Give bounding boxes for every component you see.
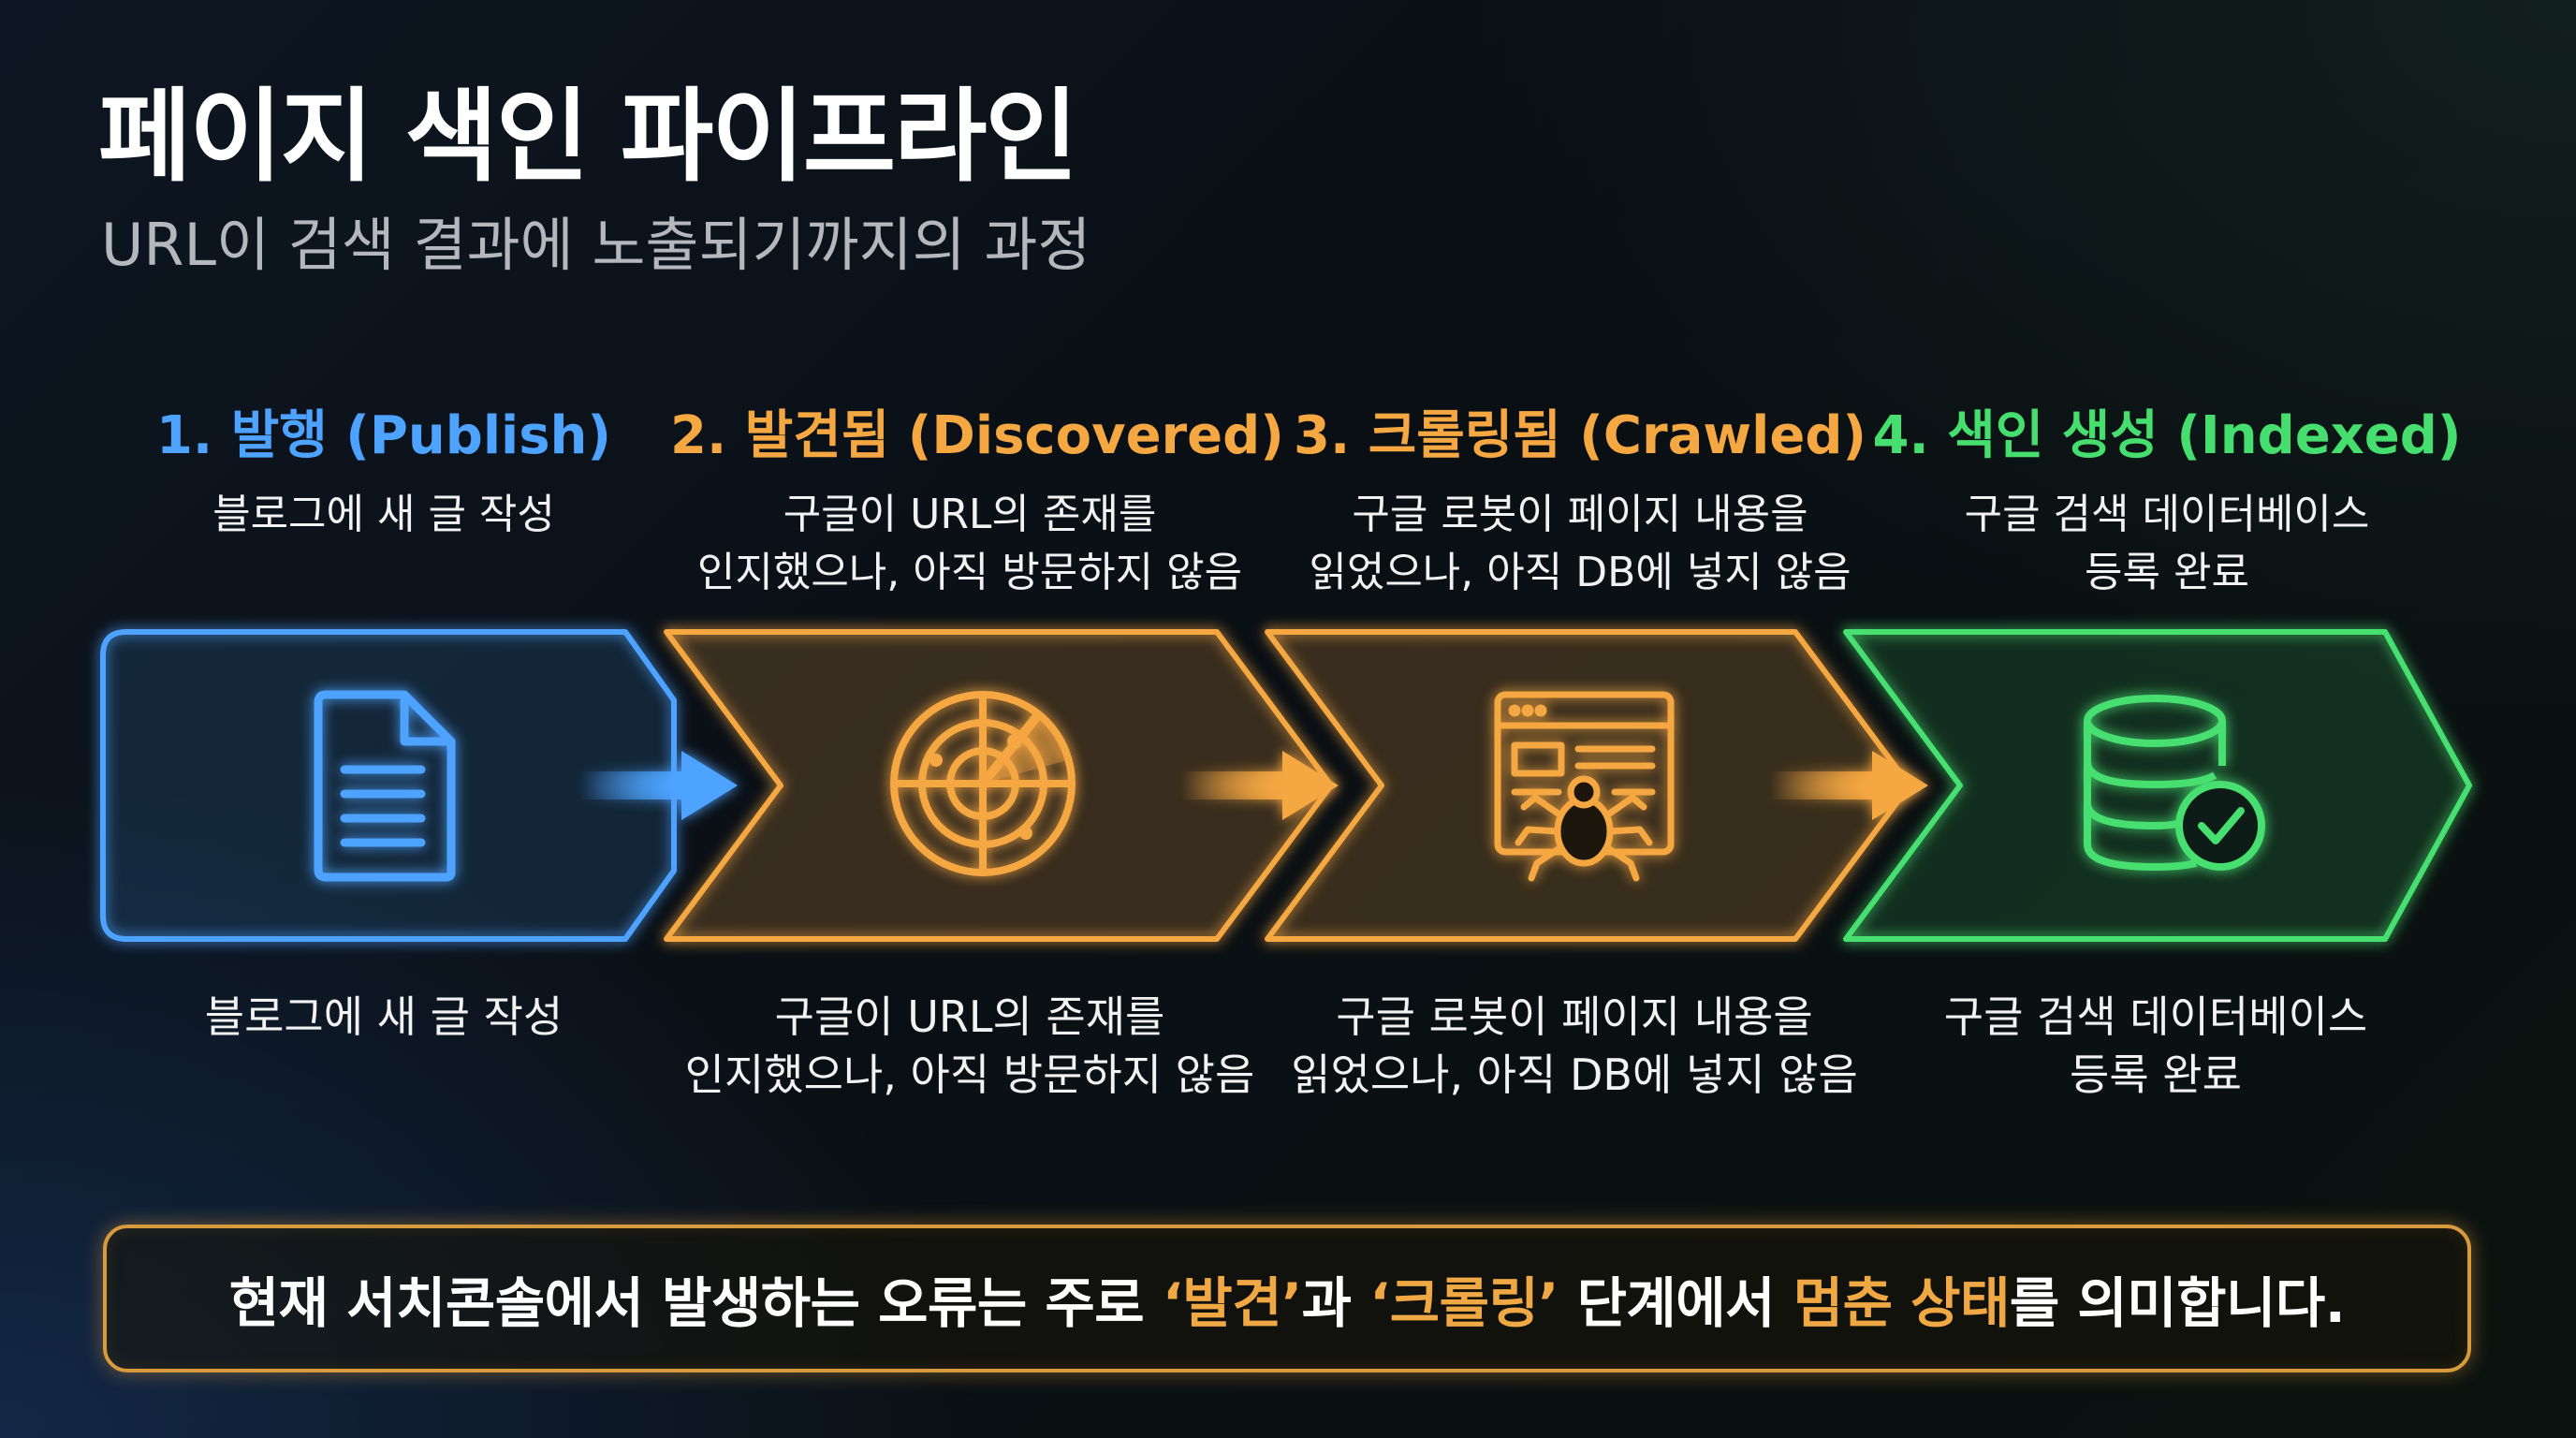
arrow-right-icon bbox=[580, 751, 738, 820]
stage-crawled-desc-bottom-line: 읽었으나, 아직 DB에 넣지 않음 bbox=[1291, 1049, 1858, 1100]
stage-crawled-desc: 구글 로봇이 페이지 내용을 읽었으나, 아직 DB에 넣지 않음 bbox=[1281, 486, 1880, 602]
summary-callout: 현재 서치콘솔에서 발생하는 오류는 주로 ‘발견’과 ‘크롤링’ 단계에서 멈… bbox=[103, 1225, 2471, 1372]
callout-text-part: 단계에서 bbox=[1558, 1271, 1793, 1335]
callout-text-part: 를 의미합니다. bbox=[2009, 1271, 2346, 1335]
arrow-right-icon bbox=[1771, 751, 1928, 820]
chevron-publish bbox=[100, 629, 677, 942]
callout-text-part: 과 bbox=[1301, 1271, 1370, 1335]
stage-publish-desc-bottom-line: 블로그에 새 글 작성 bbox=[204, 991, 564, 1042]
database-check-icon bbox=[2084, 695, 2265, 872]
stage-indexed-title: 4. 색인 생성 (Indexed) bbox=[1872, 405, 2462, 466]
callout-highlight-stopped: 멈춘 상태 bbox=[1793, 1271, 2011, 1335]
stage-discovered-desc-line: 인지했으나, 아직 방문하지 않음 bbox=[696, 548, 1243, 596]
stage-crawled-heading: 3. 크롤링됨 (Crawled) 구글 로봇이 페이지 내용을 읽었으나, 아… bbox=[1281, 407, 1880, 602]
stage-publish-title: 1. 발행 (Publish) bbox=[155, 405, 612, 466]
document-icon bbox=[314, 690, 456, 882]
stage-discovered-title: 2. 발견됨 (Discovered) bbox=[670, 405, 1284, 466]
stage-indexed-desc-bottom-line: 등록 완료 bbox=[2070, 1049, 2242, 1100]
stage-crawled-desc-bottom-line: 구글 로봇이 페이지 내용을 bbox=[1336, 991, 1813, 1042]
stage-publish-desc-bottom: 블로그에 새 글 작성 bbox=[84, 988, 683, 1046]
stage-publish-desc: 블로그에 새 글 작성 bbox=[84, 486, 683, 544]
stage-crawled-desc-line: 구글 로봇이 페이지 내용을 bbox=[1352, 490, 1808, 538]
stage-crawled-desc-bottom: 구글 로봇이 페이지 내용을 읽었으나, 아직 DB에 넣지 않음 bbox=[1275, 988, 1874, 1104]
arrow-right-icon bbox=[1181, 751, 1339, 820]
radar-icon bbox=[890, 691, 1076, 876]
stage-discovered-desc-bottom-line: 인지했으나, 아직 방문하지 않음 bbox=[684, 1049, 1255, 1100]
callout-highlight-discovered: ‘발견’ bbox=[1162, 1271, 1302, 1335]
page-subtitle: URL이 검색 결과에 노출되기까지의 과정 bbox=[101, 211, 1091, 279]
summary-callout-text: 현재 서치콘솔에서 발생하는 오류는 주로 ‘발견’과 ‘크롤링’ 단계에서 멈… bbox=[228, 1259, 2346, 1338]
page-title: 페이지 색인 파이프라인 bbox=[98, 79, 1078, 196]
web-page-spider-icon bbox=[1494, 691, 1675, 882]
stage-indexed-desc-bottom-line: 구글 검색 데이터베이스 bbox=[1943, 991, 2368, 1042]
stage-discovered-desc-bottom-line: 구글이 URL의 존재를 bbox=[774, 991, 1165, 1042]
stage-crawled-desc-line: 읽었으나, 아직 DB에 넣지 않음 bbox=[1309, 548, 1852, 596]
stage-indexed-desc-line: 구글 검색 데이터베이스 bbox=[1964, 490, 2370, 538]
stage-indexed-desc: 구글 검색 데이터베이스 등록 완료 bbox=[1867, 486, 2466, 602]
callout-text-part: 현재 서치콘솔에서 발생하는 오류는 주로 bbox=[228, 1271, 1163, 1335]
stage-indexed-heading: 4. 색인 생성 (Indexed) 구글 검색 데이터베이스 등록 완료 bbox=[1867, 407, 2466, 602]
stage-discovered-desc: 구글이 URL의 존재를 인지했으나, 아직 방문하지 않음 bbox=[670, 486, 1269, 602]
stage-crawled-title: 3. 크롤링됨 (Crawled) bbox=[1294, 405, 1866, 466]
stage-discovered-desc-line: 구글이 URL의 존재를 bbox=[783, 490, 1157, 538]
stage-publish-heading: 1. 발행 (Publish) 블로그에 새 글 작성 bbox=[84, 407, 683, 544]
callout-highlight-crawling: ‘크롤링’ bbox=[1369, 1271, 1559, 1335]
stage-publish-desc-line: 블로그에 새 글 작성 bbox=[212, 490, 555, 538]
stage-discovered-desc-bottom: 구글이 URL의 존재를 인지했으나, 아직 방문하지 않음 bbox=[670, 988, 1269, 1104]
stage-discovered-heading: 2. 발견됨 (Discovered) 구글이 URL의 존재를 인지했으나, … bbox=[670, 405, 1284, 602]
stage-indexed-desc-line: 등록 완료 bbox=[2085, 548, 2249, 596]
stage-indexed-desc-bottom: 구글 검색 데이터베이스 등록 완료 bbox=[1856, 988, 2455, 1104]
